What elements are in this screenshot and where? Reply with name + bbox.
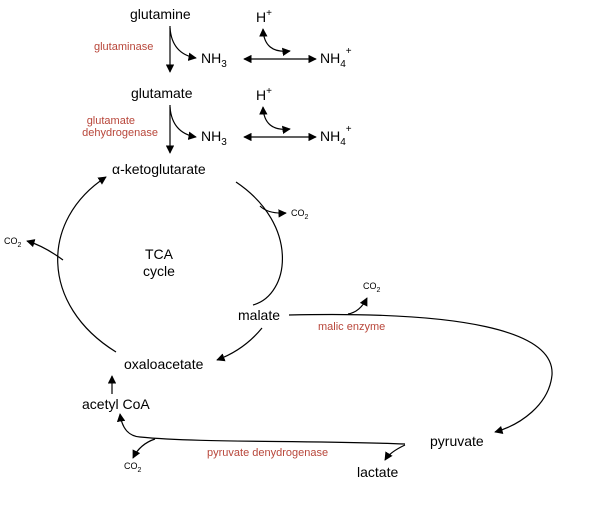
tca-cycle-label-2: cycle xyxy=(143,263,175,279)
pyruvate-to-lactate-arrow xyxy=(384,444,406,461)
co2-label-akg: CO2 xyxy=(291,208,309,221)
glutamate-label: glutamate xyxy=(131,85,193,101)
alpha-ketoglutarate-label: α-ketoglutarate xyxy=(112,161,206,177)
h-plus-arrow-1 xyxy=(259,28,291,57)
cycle-arc-akg-to-malate xyxy=(235,181,283,306)
h-plus-arrow-2 xyxy=(259,106,291,135)
nh3-release-arrow-1 xyxy=(169,27,197,61)
co2-release-arrow-malic xyxy=(347,297,368,315)
h-plus-label-1: H+ xyxy=(256,8,272,25)
malate-to-pyruvate-arrow xyxy=(288,313,553,435)
h-plus-label-2: H+ xyxy=(256,86,272,103)
lactate-label: lactate xyxy=(357,464,398,480)
oxaloacetate-label: oxaloacetate xyxy=(124,356,204,372)
acetyl-coa-label: acetyl CoA xyxy=(82,396,150,412)
nh4-label-1: NH4+ xyxy=(320,46,352,70)
cycle-arc-oxaloacetate-to-akg xyxy=(57,176,117,353)
malate-to-oxaloacetate-arrow xyxy=(216,327,263,362)
pyruvate-label: pyruvate xyxy=(430,433,484,449)
glutamine-label: glutamine xyxy=(130,6,191,22)
nh3-release-arrow-2 xyxy=(169,106,197,140)
glutaminase-label: glutaminase xyxy=(94,41,153,53)
nh3-label-2: NH3 xyxy=(201,128,227,148)
co2-release-arrow-akg xyxy=(259,205,287,218)
pyruvate-to-acetyl-coa-arrow xyxy=(116,413,406,445)
pyruvate-dehydrogenase-label: pyruvate denydrogenase xyxy=(207,447,328,459)
tca-cycle-label-1: TCA xyxy=(145,246,174,262)
co2-label-malic: CO2 xyxy=(363,281,381,294)
glutamate-dehydrogenase-label-1: glutamate xyxy=(87,115,135,127)
nh3-label-1: NH3 xyxy=(201,50,227,70)
glutamate-dehydrogenase-label-2: dehydrogenase xyxy=(82,127,158,139)
co2-release-arrow-left xyxy=(26,239,64,261)
malate-label: malate xyxy=(238,307,280,323)
co2-label-pdh: CO2 xyxy=(124,461,142,474)
co2-release-arrow-pdh xyxy=(132,438,156,459)
nh4-label-2: NH4+ xyxy=(320,124,352,148)
malic-enzyme-label: malic enzyme xyxy=(318,321,385,333)
co2-label-left: CO2 xyxy=(4,236,22,249)
